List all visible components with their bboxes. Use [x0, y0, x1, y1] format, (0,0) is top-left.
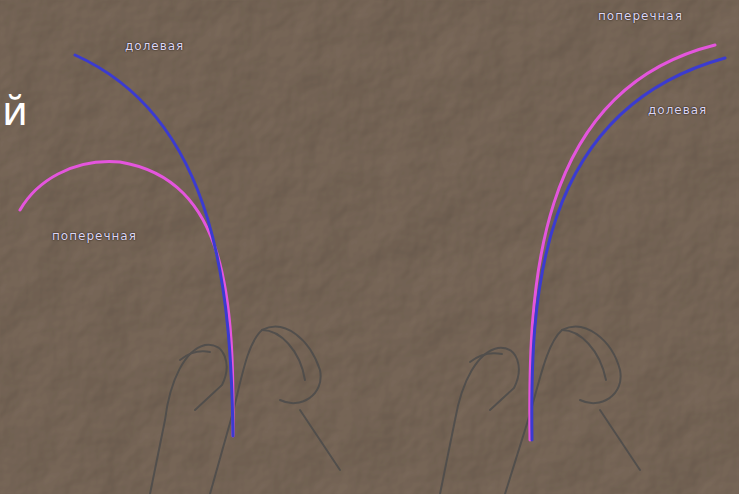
longitudinal-curve	[75, 55, 233, 436]
curve-label: долевая	[125, 39, 184, 53]
curve-label: долевая	[648, 103, 707, 117]
hand-sketch	[150, 327, 640, 494]
curves	[20, 45, 725, 440]
curve-label: поперечная	[52, 229, 137, 243]
transverse-curve	[530, 45, 715, 440]
fragment-letter: й	[2, 88, 28, 134]
longitudinal-curve	[532, 58, 725, 440]
curve-label: поперечная	[598, 9, 683, 23]
